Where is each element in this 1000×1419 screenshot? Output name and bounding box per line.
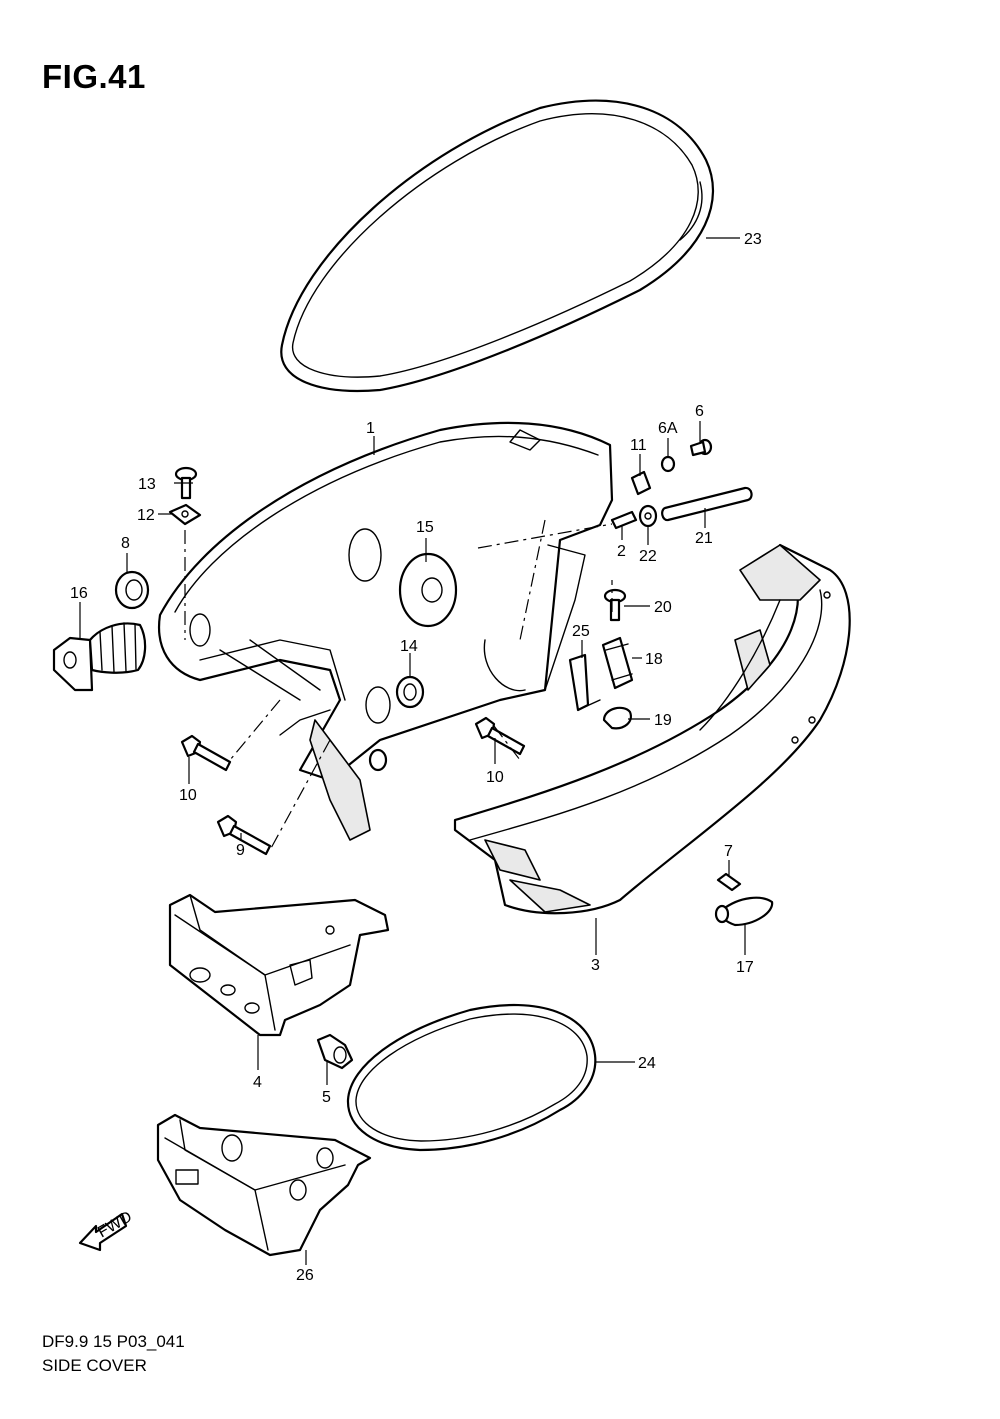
grommet-8[interactable] <box>114 570 150 610</box>
callout-12: 12 <box>137 507 155 524</box>
callout-16: 16 <box>70 585 88 602</box>
callout-1: 1 <box>366 420 375 437</box>
callout-13: 13 <box>138 476 156 493</box>
callout-23: 23 <box>744 231 762 248</box>
callout-3: 3 <box>591 957 600 974</box>
bolt-10-right[interactable] <box>474 716 526 756</box>
nut-clip-12[interactable] <box>168 503 202 526</box>
stud-2[interactable] <box>610 510 638 530</box>
washer-6a[interactable] <box>660 455 676 473</box>
callout-10-right: 10 <box>486 769 504 786</box>
callout-18: 18 <box>645 651 663 668</box>
fwd-label: FWD <box>95 1208 135 1241</box>
bracket-26[interactable] <box>156 1113 372 1257</box>
nut-22[interactable] <box>638 504 658 528</box>
screw-13[interactable] <box>174 466 198 500</box>
callout-4: 4 <box>253 1074 262 1091</box>
callout-7: 7 <box>724 843 733 860</box>
callout-5: 5 <box>322 1089 331 1106</box>
pin-21[interactable] <box>661 486 753 522</box>
grommet-5[interactable] <box>316 1033 354 1070</box>
callout-14: 14 <box>400 638 418 655</box>
figure-code: DF9.9 15 P03_041 <box>42 1332 185 1351</box>
figure-name: SIDE COVER <box>42 1356 147 1375</box>
callout-20: 20 <box>654 599 672 616</box>
side-cover-starboard-3[interactable] <box>453 543 851 915</box>
callout-6: 6 <box>695 403 704 420</box>
fwd-arrow-icon: FWD <box>78 1208 135 1252</box>
grommet-15[interactable] <box>398 552 458 628</box>
callout-2: 2 <box>617 543 626 560</box>
callout-25: 25 <box>572 623 590 640</box>
callout-17: 17 <box>736 959 754 976</box>
callout-22: 22 <box>639 548 657 565</box>
callout-8: 8 <box>121 535 130 552</box>
callout-10-left: 10 <box>179 787 197 804</box>
nut-19[interactable] <box>602 706 632 730</box>
callout-26: 26 <box>296 1267 314 1284</box>
callout-21: 21 <box>695 530 713 547</box>
bolt-10-left[interactable] <box>180 734 232 772</box>
bracket-4[interactable] <box>168 893 390 1037</box>
screw-6[interactable] <box>689 438 713 457</box>
grommet-16[interactable] <box>52 622 147 692</box>
seal-ring-24[interactable] <box>346 1003 597 1152</box>
clip-nut-11[interactable] <box>630 470 652 496</box>
callout-11: 11 <box>630 437 647 454</box>
side-cover-port-1[interactable] <box>157 421 614 841</box>
bracket-18[interactable] <box>601 636 634 690</box>
grommet-14[interactable] <box>395 675 425 709</box>
knob-17[interactable] <box>714 896 774 927</box>
bracket-25[interactable] <box>568 653 601 712</box>
leader-lines <box>79 237 746 1265</box>
callout-6a: 6A <box>658 420 678 437</box>
callout-9: 9 <box>236 842 245 859</box>
bolt-9[interactable] <box>216 814 272 856</box>
screw-20[interactable] <box>603 588 627 622</box>
callout-15: 15 <box>416 519 434 536</box>
screw-7[interactable] <box>716 872 742 892</box>
seal-ring-23[interactable] <box>280 99 714 392</box>
callout-24: 24 <box>638 1055 656 1072</box>
callout-19: 19 <box>654 712 672 729</box>
figure-title: FIG.41 <box>42 58 146 95</box>
